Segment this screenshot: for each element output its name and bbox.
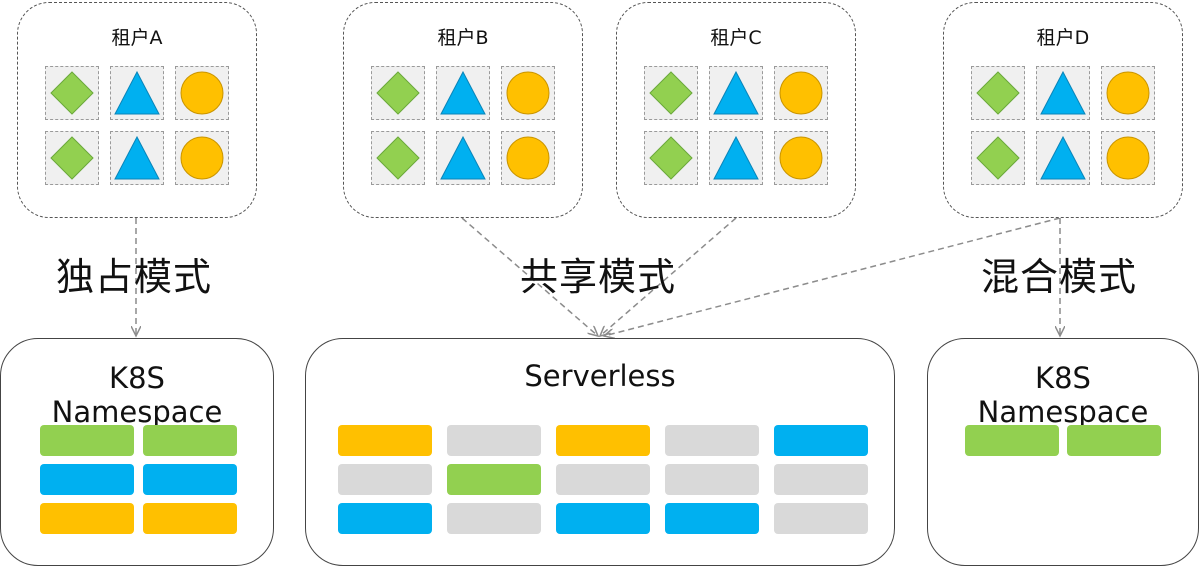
workload-bar [774,503,868,534]
resource-tile [1101,66,1155,120]
resource-tile [110,66,164,120]
resource-tile [501,66,555,120]
workload-bar [447,503,541,534]
triangle-icon [440,135,486,180]
triangle-icon [1040,70,1086,115]
diamond-icon [50,136,94,180]
circle-icon [506,71,550,115]
resource-tile [45,131,99,185]
mode-label-shared: 共享模式 [520,255,677,299]
resource-tile [110,131,164,185]
diamond-icon [376,71,420,115]
k8s-hybrid-title-line1: K8S [1035,361,1091,395]
diamond-icon [649,136,693,180]
resource-tile [1036,131,1090,185]
tenant-d-box: 租户D [943,2,1183,218]
resource-tile [436,131,490,185]
resource-tile [644,66,698,120]
workload-bar [143,425,237,456]
workload-bar [40,503,134,534]
workload-bar [338,464,432,495]
workload-bar [774,464,868,495]
workload-bar [1067,425,1161,456]
triangle-icon [713,70,759,115]
resource-tile [709,66,763,120]
resource-tile [971,66,1025,120]
k8s-namespace-hybrid: K8S Namespace [927,338,1199,566]
serverless-title: Serverless [524,359,676,393]
workload-bar [447,425,541,456]
workload-bar [40,425,134,456]
arrow-tenant-d-to-serverless [604,217,1061,336]
diamond-icon [376,136,420,180]
serverless-cluster: Serverless [305,338,895,566]
resource-tile [774,66,828,120]
resource-tile [1036,66,1090,120]
k8s-title-line1: K8S [109,361,165,395]
circle-icon [779,136,823,180]
triangle-icon [114,70,160,115]
workload-bar [556,425,650,456]
k8s-title-line2: Namespace [51,395,223,429]
resource-tile [774,131,828,185]
diamond-icon [976,136,1020,180]
tenant-c-box: 租户C [616,2,856,218]
resource-tile [371,66,425,120]
resource-tile [644,131,698,185]
workload-bar [965,425,1059,456]
resource-tile [45,66,99,120]
workload-bar [143,464,237,495]
circle-icon [180,136,224,180]
k8s-namespace-exclusive: K8S Namespace [0,338,274,566]
workload-bar [665,464,759,495]
diamond-icon [976,71,1020,115]
workload-bar [774,425,868,456]
triangle-icon [1040,135,1086,180]
arrow-tenant-b-to-serverless [461,217,598,336]
resource-tile [501,131,555,185]
diamond-icon [649,71,693,115]
circle-icon [1106,71,1150,115]
resource-tile [175,131,229,185]
arrow-tenant-c-to-serverless [600,217,737,336]
workload-bar [556,503,650,534]
resource-tile [371,131,425,185]
triangle-icon [114,135,160,180]
tenant-d-title: 租户D [1036,27,1090,49]
workload-bar [143,503,237,534]
tenant-b-title: 租户B [437,27,489,49]
resource-tile [709,131,763,185]
tenant-a-box: 租户A [17,2,257,218]
diamond-icon [50,71,94,115]
resource-tile [175,66,229,120]
tenant-c-title: 租户C [710,27,762,49]
triangle-icon [440,70,486,115]
workload-bar [447,464,541,495]
workload-bar [40,464,134,495]
workload-bar [556,464,650,495]
circle-icon [1106,136,1150,180]
tenant-b-box: 租户B [343,2,583,218]
mode-label-hybrid: 混合模式 [981,255,1138,299]
workload-bar [665,425,759,456]
circle-icon [180,71,224,115]
tenant-a-title: 租户A [111,27,163,49]
workload-bar [338,503,432,534]
circle-icon [506,136,550,180]
circle-icon [779,71,823,115]
resource-tile [436,66,490,120]
mode-label-exclusive: 独占模式 [56,255,213,299]
workload-bar [338,425,432,456]
workload-bar [665,503,759,534]
k8s-hybrid-title-line2: Namespace [977,395,1149,429]
triangle-icon [713,135,759,180]
resource-tile [971,131,1025,185]
resource-tile [1101,131,1155,185]
